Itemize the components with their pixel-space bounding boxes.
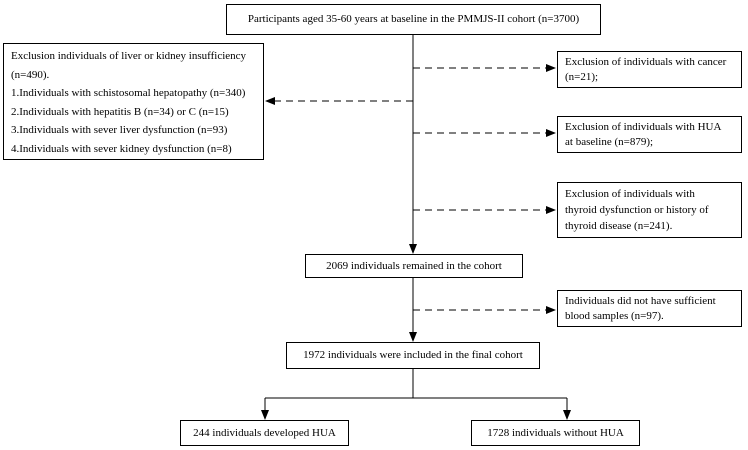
liver-kidney-line-3: 1.Individuals with schistosomal hepatopa…	[11, 87, 246, 99]
liver-kidney-line-1: Exclusion individuals of liver or kidney…	[11, 50, 247, 62]
thyroid-line-2: thyroid dysfunction or history of	[565, 204, 709, 216]
hua-line-1: Exclusion of individuals with HUA	[565, 121, 722, 133]
liver-kidney-line-4: 2.Individuals with hepatitis B (n=34) or…	[11, 105, 229, 118]
blood-line-2: blood samples (n=97).	[565, 310, 664, 322]
liver-kidney-line-2: (n=490).	[11, 68, 50, 81]
liver-kidney-line-5: 3.Individuals with sever liver dysfuncti…	[11, 124, 228, 136]
without-hua-box: 1728 individuals without HUA	[471, 420, 640, 446]
hua-line-2: at baseline (n=879);	[565, 136, 654, 148]
cancer-line-2: (n=21);	[565, 71, 599, 83]
hua-exclusion-box: Exclusion of individuals with HUA at bas…	[557, 116, 742, 153]
thyroid-line-3: thyroid disease (n=241).	[565, 220, 673, 232]
developed-hua-text: 244 individuals developed HUA	[193, 426, 336, 439]
final-cohort-text: 1972 individuals were included in the fi…	[303, 349, 523, 361]
liver-kidney-line-6: 4.Individuals with sever kidney dysfunct…	[11, 142, 232, 155]
baseline-participants-box: Participants aged 35-60 years at baselin…	[226, 4, 601, 35]
thyroid-exclusion-box: Exclusion of individuals with thyroid dy…	[557, 182, 742, 238]
cancer-line-1: Exclusion of individuals with cancer	[565, 56, 727, 68]
without-hua-text: 1728 individuals without HUA	[487, 426, 624, 439]
thyroid-line-1: Exclusion of individuals with	[565, 188, 695, 200]
blood-line-1: Individuals did not have sufficient	[565, 295, 716, 307]
baseline-participants-text: Participants aged 35-60 years at baselin…	[247, 13, 580, 25]
developed-hua-box: 244 individuals developed HUA	[180, 420, 349, 446]
cancer-exclusion-box: Exclusion of individuals with cancer (n=…	[557, 51, 742, 88]
remained-box: 2069 individuals remained in the cohort	[305, 254, 523, 278]
final-cohort-box: 1972 individuals were included in the fi…	[286, 342, 540, 369]
liver-kidney-exclusion-box: Exclusion individuals of liver or kidney…	[3, 43, 264, 160]
remained-text: 2069 individuals remained in the cohort	[326, 259, 502, 272]
blood-samples-box: Individuals did not have sufficient bloo…	[557, 290, 742, 327]
